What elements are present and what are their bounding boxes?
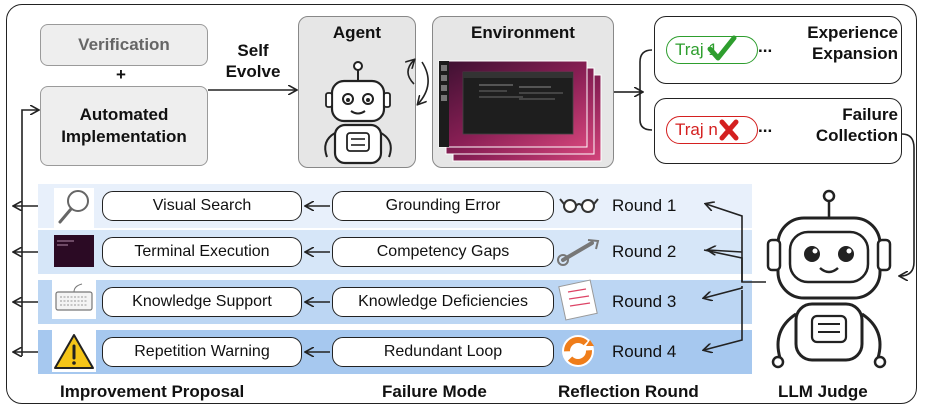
agent-robot-icon (324, 61, 392, 165)
failure-collection-label: Failure Collection (778, 104, 898, 146)
environment-title: Environment (471, 23, 575, 42)
failure-line-1: Failure (842, 105, 898, 124)
traj-fail-dots: ... (758, 117, 773, 136)
failure-mode-pill: Redundant Loop (332, 337, 554, 367)
plus-sign: + (116, 65, 126, 84)
automated-implementation-box: Automated Implementation (40, 86, 208, 166)
proposal-pill: Repetition Warning (102, 337, 302, 367)
agent-panel: Agent (298, 16, 416, 168)
traj-success-dots: ... (758, 37, 773, 56)
self-evolve-line-2: Evolve (225, 62, 281, 81)
self-evolve-label: Self Evolve (222, 40, 284, 82)
experience-line-1: Experience (807, 23, 898, 42)
traj-fail-pill: Traj n (666, 116, 758, 144)
proposal-pill: Knowledge Support (102, 287, 302, 317)
traj-success-label: Traj 1 (675, 40, 718, 59)
automated-label-2: Implementation (61, 127, 187, 146)
verification-label: Verification (78, 35, 170, 54)
round-label: Round 1 (612, 196, 677, 215)
experience-expansion-label: Experience Expansion (778, 22, 898, 64)
desktop-screenshots-stack (438, 60, 602, 162)
round-label: Round 3 (612, 292, 677, 311)
failure-mode-label: Failure Mode (382, 382, 487, 401)
failure-mode-pill: Competency Gaps (332, 237, 554, 267)
self-evolve-line-1: Self (237, 41, 269, 60)
traj-fail-label: Traj n (675, 120, 718, 139)
outer-frame (6, 4, 917, 404)
failure-mode-pill: Grounding Error (332, 191, 554, 221)
round-label: Round 4 (612, 342, 677, 361)
agent-title: Agent (332, 23, 382, 42)
round-label: Round 2 (612, 242, 677, 261)
verification-box: Verification (40, 24, 208, 66)
improvement-proposal-label: Improvement Proposal (60, 382, 245, 401)
reflection-round-label: Reflection Round (558, 382, 699, 401)
failure-line-2: Collection (815, 126, 898, 145)
llm-judge-label: LLM Judge (778, 382, 868, 401)
proposal-pill: Visual Search (102, 191, 302, 221)
proposal-pill: Terminal Execution (102, 237, 302, 267)
experience-line-2: Expansion (812, 44, 898, 63)
automated-label-1: Automated (79, 105, 169, 124)
failure-mode-pill: Knowledge Deficiencies (332, 287, 554, 317)
environment-panel: Environment (432, 16, 614, 168)
